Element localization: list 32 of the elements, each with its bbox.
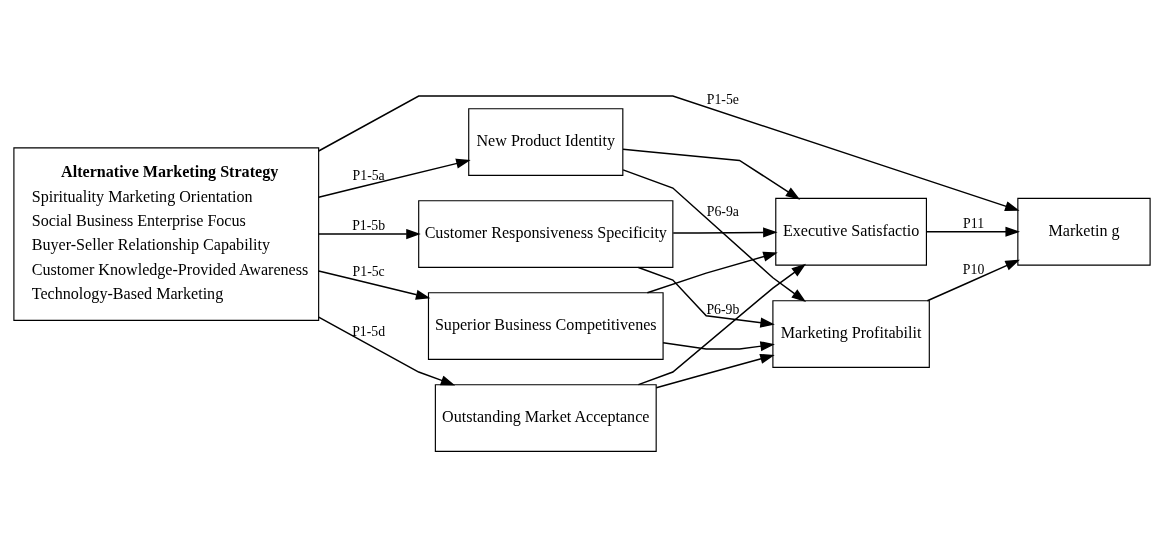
node-box: Marketin g <box>1017 197 1151 266</box>
arrow <box>672 226 778 237</box>
arrow <box>925 226 1020 237</box>
arrow <box>622 168 807 302</box>
arrow <box>317 94 1020 211</box>
arrow <box>637 266 775 328</box>
arrow <box>317 269 431 300</box>
edge-label: P11 <box>963 215 985 231</box>
node-box: Alternative Marketing Strategy Spirituality Marketing Orientation Social Business Enterprise Focus Buyer-Seller Relationship Capability Customer Knowledge-Provided Awareness Technology-Based Marketing <box>13 146 320 321</box>
edge-label: P10 <box>962 261 985 277</box>
arrow <box>655 353 775 388</box>
node-box: Outstanding Market Acceptance <box>434 383 657 452</box>
edge-label: P6-9b <box>706 301 740 317</box>
node-box: New Product Identity <box>468 107 624 176</box>
node-box: Executive Satisfactio <box>775 197 927 266</box>
arrow <box>317 228 421 239</box>
arrow <box>662 340 775 351</box>
arrow <box>646 251 778 293</box>
node-box: Marketing Profitabilit <box>772 299 930 368</box>
edge-label: P1-5d <box>352 323 386 339</box>
node-box: Superior Business Competitivenes <box>427 291 664 360</box>
node-box: Customer Responsiveness Specificity <box>418 199 674 268</box>
edge-label: P1-5c <box>352 263 385 279</box>
arrow <box>317 158 471 198</box>
arrow <box>622 148 801 200</box>
arrow <box>317 315 456 385</box>
edge-label: P1-5b <box>352 217 386 233</box>
edge-label: P1-5a <box>352 167 385 183</box>
arrow <box>637 263 807 385</box>
edge-label: P6-9a <box>706 203 739 219</box>
edge-label: P1-5e <box>706 91 739 107</box>
arrow <box>926 259 1020 301</box>
